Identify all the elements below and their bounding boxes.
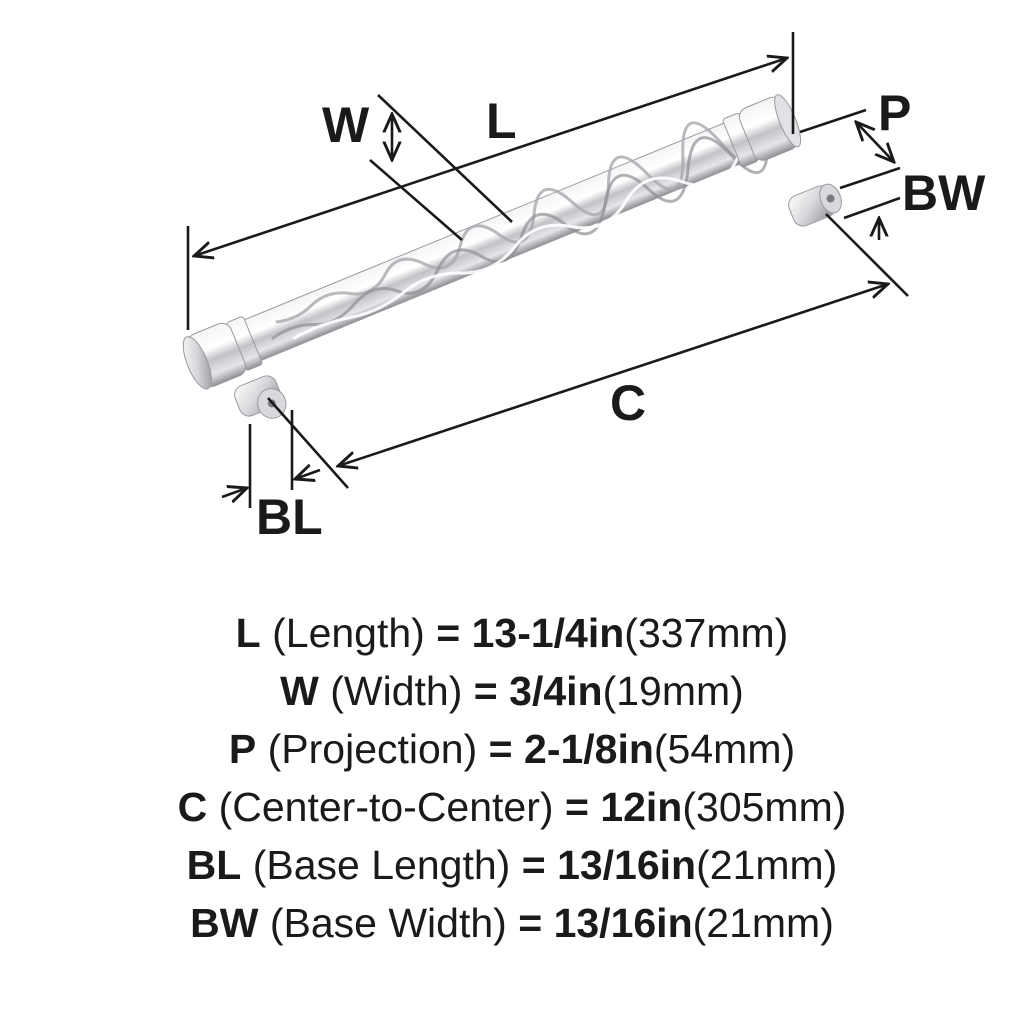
spec-metric: (19mm) <box>602 668 744 714</box>
c-dimension-line <box>338 284 888 466</box>
spec-metric: (305mm) <box>682 784 847 830</box>
spec-projection: P (Projection) = 2-1/8in(54mm) <box>0 720 1024 778</box>
spec-value: 13/16in <box>553 900 693 946</box>
spec-equals: = <box>436 610 461 656</box>
spec-name: (Projection) <box>267 726 478 772</box>
c-extension-left <box>267 397 349 489</box>
spec-width: W (Width) = 3/4in(19mm) <box>0 662 1024 720</box>
spec-value: 12in <box>600 784 683 830</box>
p-extension-bottom <box>839 166 901 190</box>
spec-name: (Length) <box>272 610 425 656</box>
specifications-list: L (Length) = 13-1/4in(337mm) W (Width) =… <box>0 604 1024 952</box>
spec-equals: = <box>488 726 513 772</box>
c-extension-right <box>825 213 909 297</box>
spec-equals: = <box>521 842 546 888</box>
spec-value: 3/4in <box>509 668 603 714</box>
spec-metric: (21mm) <box>696 842 838 888</box>
w-label: W <box>322 97 370 153</box>
spec-base-length: BL (Base Length) = 13/16in(21mm) <box>0 836 1024 894</box>
bw-extension <box>843 196 901 220</box>
spec-equals: = <box>564 784 589 830</box>
spec-abbr: P <box>228 726 257 772</box>
spec-value: 13/16in <box>557 842 697 888</box>
p-label: P <box>878 85 911 141</box>
c-label: C <box>610 375 646 431</box>
dimension-lines <box>186 32 909 508</box>
spec-abbr: W <box>280 668 319 714</box>
spec-equals: = <box>473 668 498 714</box>
spec-value: 2-1/8in <box>524 726 654 772</box>
spec-name: (Width) <box>330 668 463 714</box>
bl-arrow-right <box>295 470 321 479</box>
p-extension-top <box>799 108 867 134</box>
spec-name: (Base Width) <box>269 900 507 946</box>
l-label: L <box>486 93 517 149</box>
l-dimension-line <box>194 58 787 256</box>
bl-label: BL <box>256 489 323 545</box>
spec-base-width: BW (Base Width) = 13/16in(21mm) <box>0 894 1024 952</box>
left-post <box>234 375 287 419</box>
spec-abbr: BW <box>190 900 259 946</box>
right-post <box>788 183 842 227</box>
spec-equals: = <box>518 900 543 946</box>
spec-abbr: C <box>177 784 208 830</box>
spec-center-to-center: C (Center-to-Center) = 12in(305mm) <box>0 778 1024 836</box>
spec-value: 13-1/4in <box>471 610 625 656</box>
bl-arrow-left <box>221 488 247 497</box>
spec-abbr: L <box>235 610 261 656</box>
spec-metric: (21mm) <box>692 900 834 946</box>
spec-metric: (337mm) <box>624 610 789 656</box>
spec-name: (Center-to-Center) <box>218 784 554 830</box>
spec-abbr: BL <box>186 842 242 888</box>
spec-name: (Base Length) <box>252 842 511 888</box>
p-dimension-line <box>856 122 894 162</box>
bw-label: BW <box>902 165 986 221</box>
spec-metric: (54mm) <box>653 726 796 772</box>
w-extension-bottom <box>369 159 463 241</box>
dimension-diagram: W L P BW C BL <box>182 32 986 545</box>
spec-length: L (Length) = 13-1/4in(337mm) <box>0 604 1024 662</box>
